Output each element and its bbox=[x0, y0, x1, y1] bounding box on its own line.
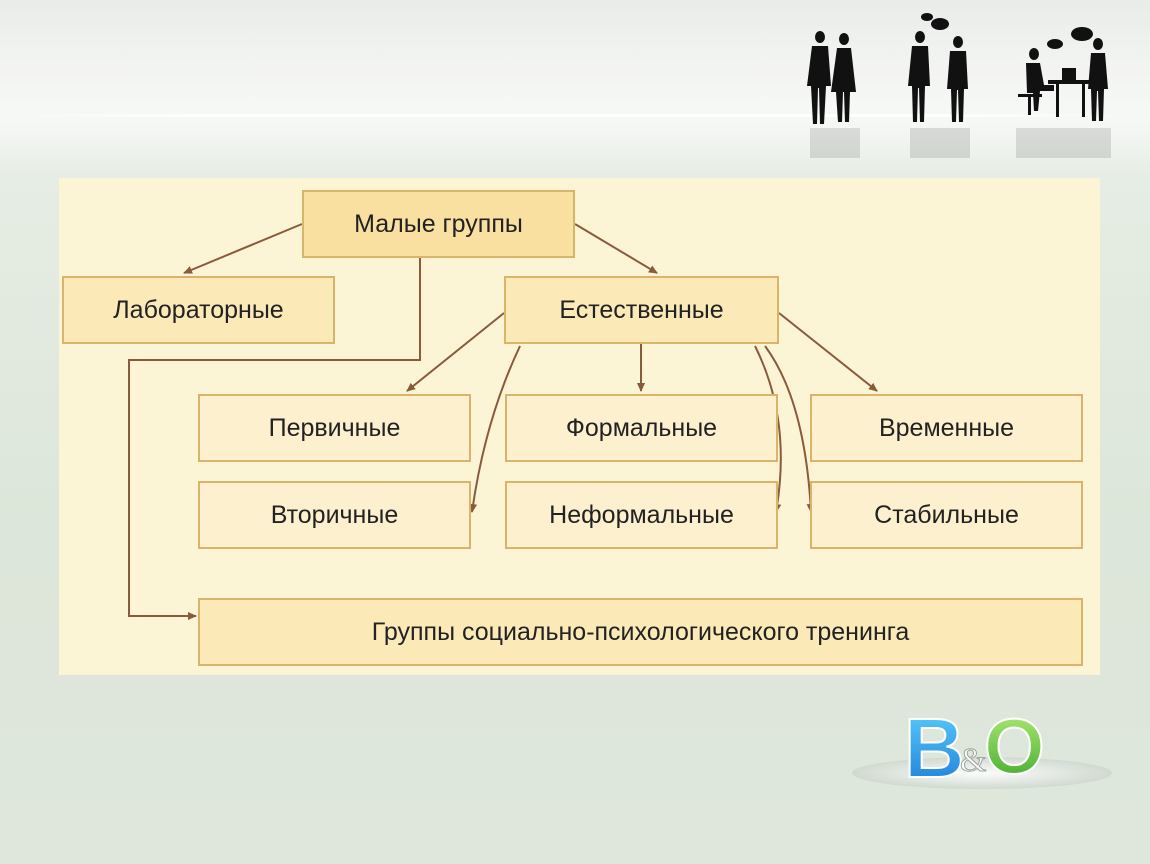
node-secondary: Вторичные bbox=[198, 481, 471, 549]
logo-letter-o: O bbox=[984, 702, 1045, 790]
node-stable: Стабильные bbox=[810, 481, 1083, 549]
header-divider bbox=[0, 114, 1150, 117]
node-informal: Неформальные bbox=[505, 481, 778, 549]
node-formal: Формальные bbox=[505, 394, 778, 462]
node-laboratory: Лабораторные bbox=[62, 276, 335, 344]
node-temporary: Временные bbox=[810, 394, 1083, 462]
node-small-groups: Малые группы bbox=[302, 190, 575, 258]
node-natural: Естественные bbox=[504, 276, 779, 344]
logo: B & O bbox=[852, 700, 1112, 796]
logo-ampersand: & bbox=[960, 742, 986, 779]
people-silhouettes-icon bbox=[807, 13, 1111, 158]
logo-letter-b: B bbox=[904, 701, 965, 795]
node-training-groups: Группы социально-психологического тренин… bbox=[198, 598, 1083, 666]
node-primary: Первичные bbox=[198, 394, 471, 462]
